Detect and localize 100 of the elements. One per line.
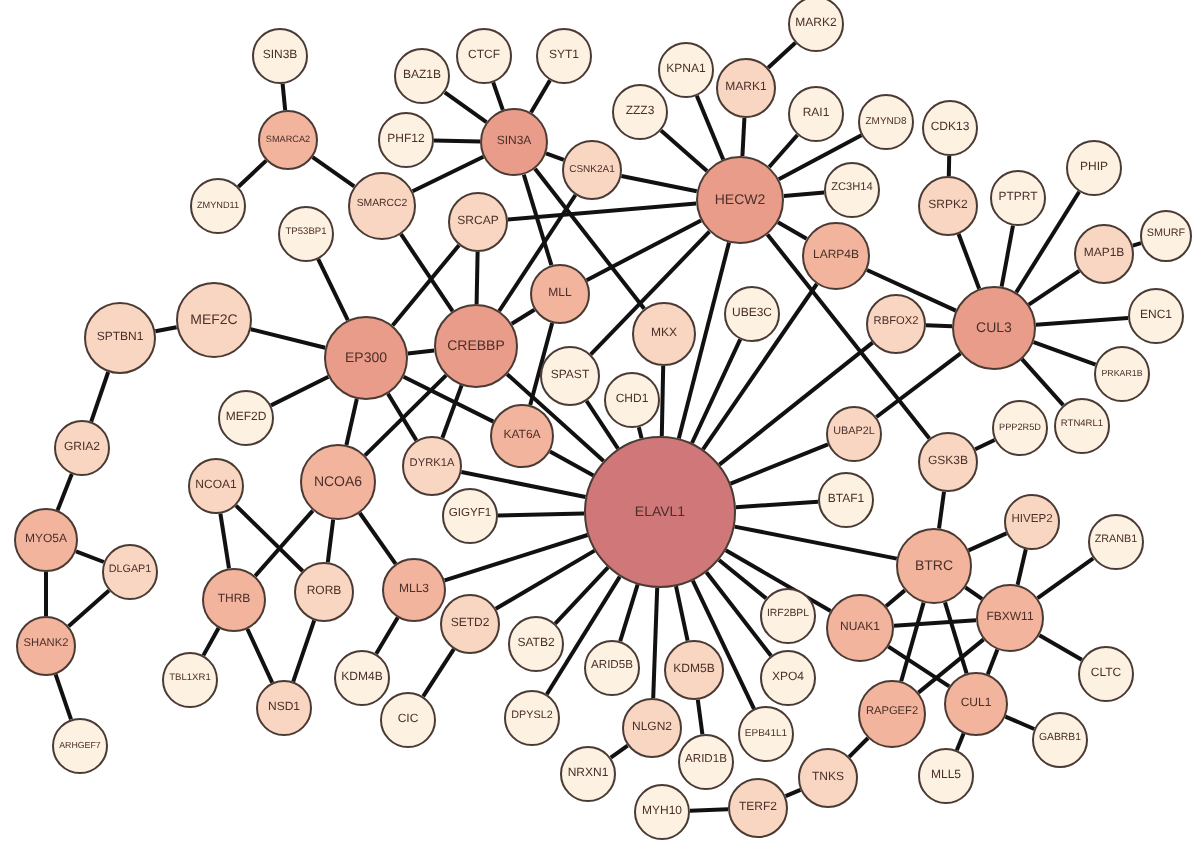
interaction-line <box>584 399 620 450</box>
interaction-line <box>717 558 768 600</box>
interaction-line <box>507 201 697 222</box>
interaction-line <box>875 351 962 419</box>
gene-node <box>760 588 816 644</box>
gene-node <box>188 458 244 514</box>
interaction-line <box>325 519 336 563</box>
gene-node <box>560 746 616 802</box>
interaction-line <box>740 117 747 157</box>
interaction-line <box>201 627 221 657</box>
interaction-line <box>718 341 874 467</box>
gene-node <box>866 294 926 354</box>
gene-node <box>584 436 736 588</box>
interaction-line <box>690 338 742 444</box>
gene-node <box>1078 646 1134 702</box>
interaction-line <box>291 619 317 683</box>
interaction-line <box>363 373 448 457</box>
interaction-line <box>887 644 951 689</box>
gene-node <box>918 748 974 804</box>
gene-node <box>992 400 1048 456</box>
gene-node <box>14 508 78 572</box>
interaction-line <box>505 372 605 463</box>
interaction-line <box>67 589 111 628</box>
interaction-line <box>659 128 709 173</box>
gene-node <box>612 84 668 140</box>
interaction-line <box>53 673 73 721</box>
gene-node <box>440 594 500 654</box>
interaction-line <box>494 548 596 611</box>
interaction-line <box>316 258 350 322</box>
gene-node <box>348 172 416 240</box>
interaction-line <box>75 549 105 564</box>
gene-node <box>788 0 844 52</box>
interaction-line <box>1027 269 1081 307</box>
gene-node <box>724 286 780 342</box>
gene-node <box>604 372 660 428</box>
interaction-line <box>444 533 589 583</box>
interaction-line <box>734 524 898 561</box>
interaction-line <box>943 601 969 674</box>
gene-node <box>858 680 926 748</box>
gene-node <box>202 568 266 632</box>
gene-node <box>818 472 874 528</box>
gene-node <box>918 432 978 492</box>
gene-node <box>442 488 498 544</box>
gene-node <box>300 444 376 520</box>
interaction-line <box>155 325 177 334</box>
interaction-line <box>421 648 456 698</box>
interaction-line <box>1004 714 1035 731</box>
gene-node <box>632 302 696 366</box>
interaction-line <box>391 243 461 327</box>
gene-node <box>252 28 308 84</box>
gene-node <box>678 734 734 790</box>
interaction-line <box>694 95 726 161</box>
gene-node <box>490 404 554 468</box>
gene-node <box>1094 346 1150 402</box>
gene-node <box>448 192 508 252</box>
interaction-line <box>399 233 455 313</box>
interaction-line <box>521 174 554 266</box>
interaction-line <box>549 449 595 478</box>
interaction-line <box>636 426 644 439</box>
interaction-line <box>674 585 690 641</box>
gene-node <box>1140 210 1192 262</box>
gene-node <box>324 316 408 400</box>
interaction-line <box>701 282 819 451</box>
interaction-line <box>545 151 565 162</box>
interaction-line <box>44 572 48 616</box>
interaction-line <box>344 398 359 446</box>
interaction-line <box>474 251 480 305</box>
interaction-line <box>946 155 952 177</box>
gene-node <box>54 420 110 476</box>
gene-node <box>382 558 446 622</box>
gene-node <box>858 94 914 150</box>
interaction-line <box>689 807 729 813</box>
gene-node <box>824 162 880 218</box>
interaction-line <box>691 579 756 710</box>
interaction-line <box>1032 340 1097 367</box>
interaction-line <box>618 584 640 642</box>
gene-node <box>402 436 462 496</box>
gene-node <box>102 544 158 600</box>
interaction-line <box>609 743 629 760</box>
interaction-line <box>1036 556 1095 600</box>
interaction-line <box>765 233 931 440</box>
interaction-line <box>461 470 586 499</box>
interaction-line <box>245 628 274 684</box>
interaction-line <box>784 787 802 799</box>
interaction-line <box>866 268 957 313</box>
interaction-line <box>767 133 799 169</box>
gene-node <box>380 692 436 748</box>
interaction-line <box>234 504 304 573</box>
gene-node <box>944 672 1008 736</box>
interaction-line <box>621 174 698 194</box>
gene-node <box>294 562 354 622</box>
gene-node <box>278 206 334 262</box>
gene-node <box>530 264 590 324</box>
gene-node <box>16 616 76 676</box>
gene-node <box>798 748 858 808</box>
interaction-line <box>553 566 610 625</box>
interaction-line <box>956 233 982 290</box>
interaction-line <box>1015 548 1028 586</box>
interaction-line <box>1014 190 1081 294</box>
interaction-line <box>917 637 985 695</box>
